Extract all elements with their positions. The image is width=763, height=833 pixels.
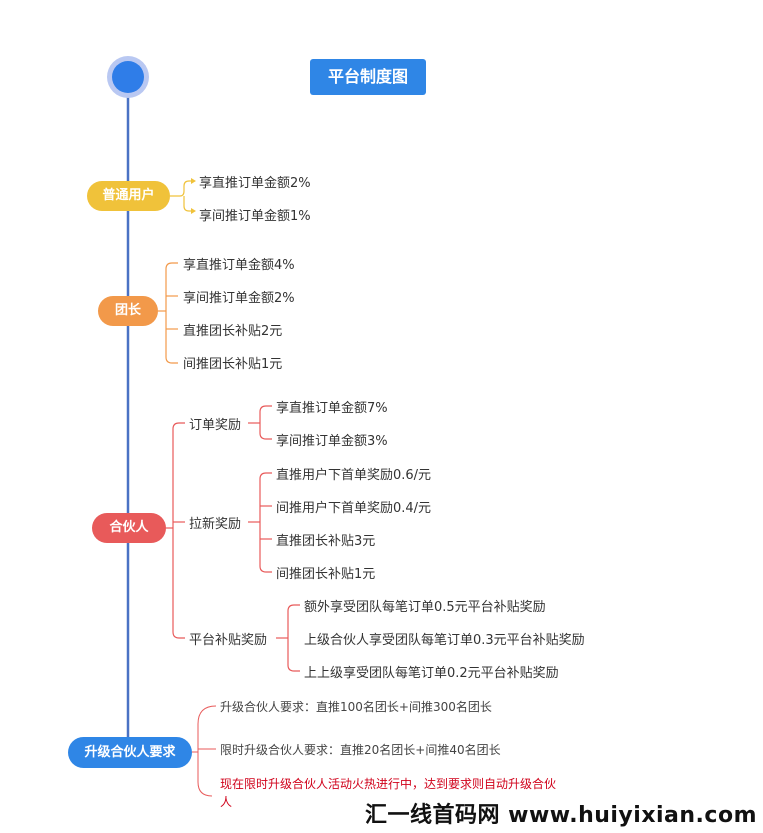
upgrade-requirement-note: 升级合伙人要求：直推100名团长+间推300名团长 — [220, 700, 492, 714]
new-user-reward-label[interactable]: 拉新奖励 — [189, 517, 242, 532]
group-leader-item: 享直推订单金额4% — [183, 258, 295, 273]
new-user-reward-item: 间推用户下首单奖励0.4/元 — [276, 501, 432, 516]
new-user-reward-item: 间推团长补贴1元 — [276, 567, 376, 582]
normal-user-item: 享直推订单金额2% — [199, 176, 311, 191]
platform-subsidy-item: 上上级享受团队每笔订单0.2元平台补贴奖励 — [304, 666, 559, 681]
page-title: 平台制度图 — [310, 59, 426, 95]
partner-node[interactable]: 合伙人 — [92, 513, 166, 543]
limited-upgrade-note: 限时升级合伙人要求：直推20名团长+间推40名团长 — [220, 743, 501, 757]
order-reward-label[interactable]: 订单奖励 — [189, 418, 242, 433]
group-leader-item: 间推团长补贴1元 — [183, 357, 283, 372]
upgrade-node[interactable]: 升级合伙人要求 — [68, 737, 192, 768]
site-watermark: 汇一线首码网 www.huiyixian.com — [364, 803, 757, 828]
new-user-reward-item: 直推用户下首单奖励0.6/元 — [276, 468, 432, 483]
order-reward-item: 享直推订单金额7% — [276, 401, 388, 416]
platform-subsidy-item: 额外享受团队每笔订单0.5元平台补贴奖励 — [304, 600, 546, 615]
platform-subsidy-item: 上级合伙人享受团队每笔订单0.3元平台补贴奖励 — [304, 633, 585, 648]
order-reward-item: 享间推订单金额3% — [276, 434, 388, 449]
platform-subsidy-label[interactable]: 平台补贴奖励 — [189, 633, 268, 648]
group-leader-node[interactable]: 团长 — [98, 296, 158, 326]
group-leader-item: 享间推订单金额2% — [183, 291, 295, 306]
normal-user-item: 享间推订单金额1% — [199, 209, 311, 224]
normal-user-node[interactable]: 普通用户 — [87, 181, 170, 211]
upgrade-promo-highlight: 现在限时升级合伙人活动火热进行中，达到要求则自动升级合伙人 — [220, 777, 557, 809]
new-user-reward-item: 直推团长补贴3元 — [276, 534, 376, 549]
group-leader-item: 直推团长补贴2元 — [183, 324, 283, 339]
